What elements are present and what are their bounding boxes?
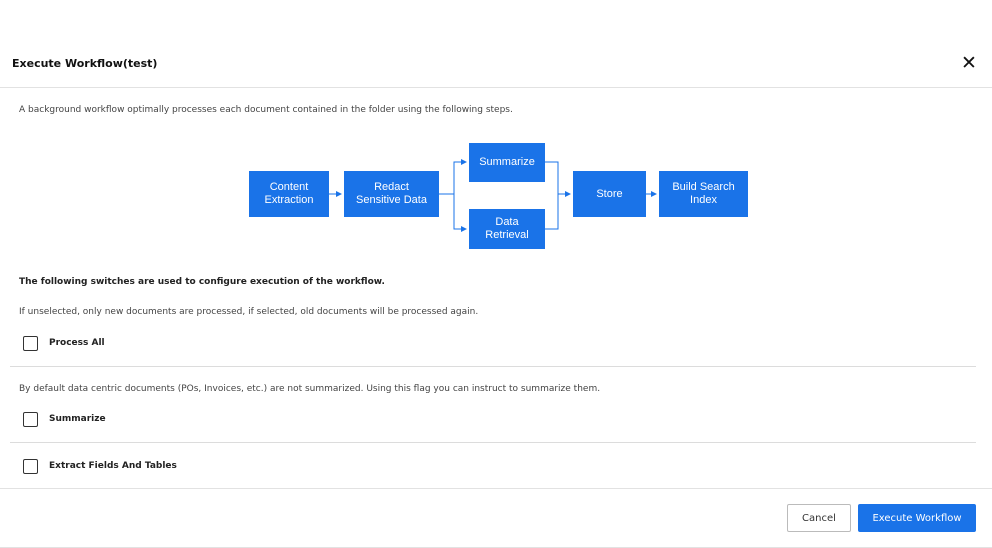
dialog-header: Execute Workflow(test) ✕ bbox=[0, 38, 992, 88]
summarize-checkbox[interactable] bbox=[23, 411, 38, 427]
workflow-description: A background workflow optimally processe… bbox=[19, 105, 513, 115]
arrow-redact-to-summarize bbox=[439, 159, 467, 195]
dialog-title: Execute Workflow(test) bbox=[12, 57, 158, 70]
process-all-hint: If unselected, only new documents are pr… bbox=[19, 307, 479, 317]
extract-fields-checkbox[interactable] bbox=[23, 458, 38, 474]
workflow-diagram: Content Extraction Redact Sensitive Data… bbox=[0, 38, 992, 249]
process-all-checkbox[interactable] bbox=[23, 335, 38, 351]
settings-heading: The following switches are used to confi… bbox=[19, 277, 385, 287]
process-all-option[interactable]: Process All bbox=[23, 334, 105, 352]
process-all-label: Process All bbox=[49, 338, 105, 348]
arrow-retrieval-to-store bbox=[545, 194, 559, 230]
node-content-extraction: Content Extraction bbox=[249, 171, 329, 217]
arrow-summarize-to-store bbox=[545, 161, 571, 197]
extract-fields-label: Extract Fields And Tables bbox=[49, 461, 177, 471]
divider bbox=[10, 366, 976, 367]
divider bbox=[10, 442, 976, 443]
summarize-hint: By default data centric documents (POs, … bbox=[19, 384, 601, 394]
close-icon[interactable]: ✕ bbox=[961, 52, 977, 74]
node-build-search-index: Build Search Index bbox=[659, 171, 748, 217]
summarize-option[interactable]: Summarize bbox=[23, 410, 106, 428]
arrow-redact-to-retrieval bbox=[453, 194, 467, 232]
node-store: Store bbox=[573, 171, 646, 217]
execute-workflow-button[interactable]: Execute Workflow bbox=[858, 504, 976, 532]
extract-fields-option[interactable]: Extract Fields And Tables bbox=[23, 457, 177, 475]
execute-workflow-dialog: Execute Workflow(test) ✕ A background wo… bbox=[0, 38, 992, 548]
node-summarize: Summarize bbox=[469, 143, 545, 182]
footer-divider bbox=[0, 488, 992, 489]
cancel-button[interactable]: Cancel bbox=[787, 504, 851, 532]
summarize-label: Summarize bbox=[49, 414, 106, 424]
node-redact-sensitive-data: Redact Sensitive Data bbox=[344, 171, 439, 217]
workflow-connectors bbox=[329, 159, 657, 232]
node-data-retrieval: Data Retrieval bbox=[469, 209, 545, 249]
